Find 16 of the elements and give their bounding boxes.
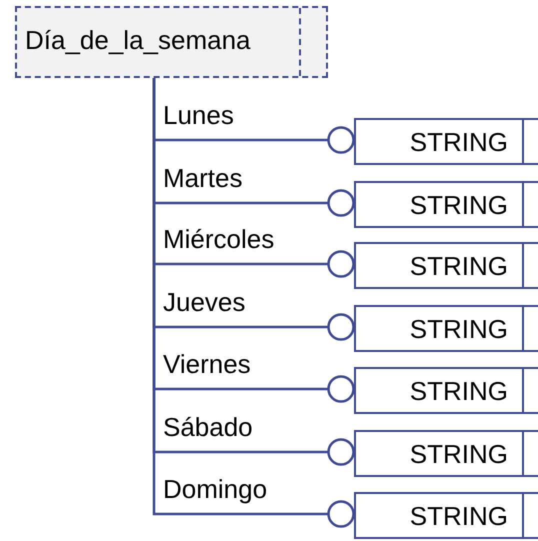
type-name: STRING [410,250,508,282]
entity-box [15,6,328,78]
type-name: STRING [410,189,508,221]
type-box [354,118,538,165]
type-box [354,492,538,539]
type-name: STRING [410,126,508,158]
type-name: STRING [410,313,508,345]
type-name: STRING [410,500,508,532]
type-name: STRING [410,375,508,407]
type-box [354,242,538,289]
type-box [354,305,538,352]
type-box [354,181,538,228]
type-box [354,430,538,477]
type-box [354,367,538,414]
type-name: STRING [410,438,508,470]
entity-name: Día_de_la_semana [25,24,250,56]
